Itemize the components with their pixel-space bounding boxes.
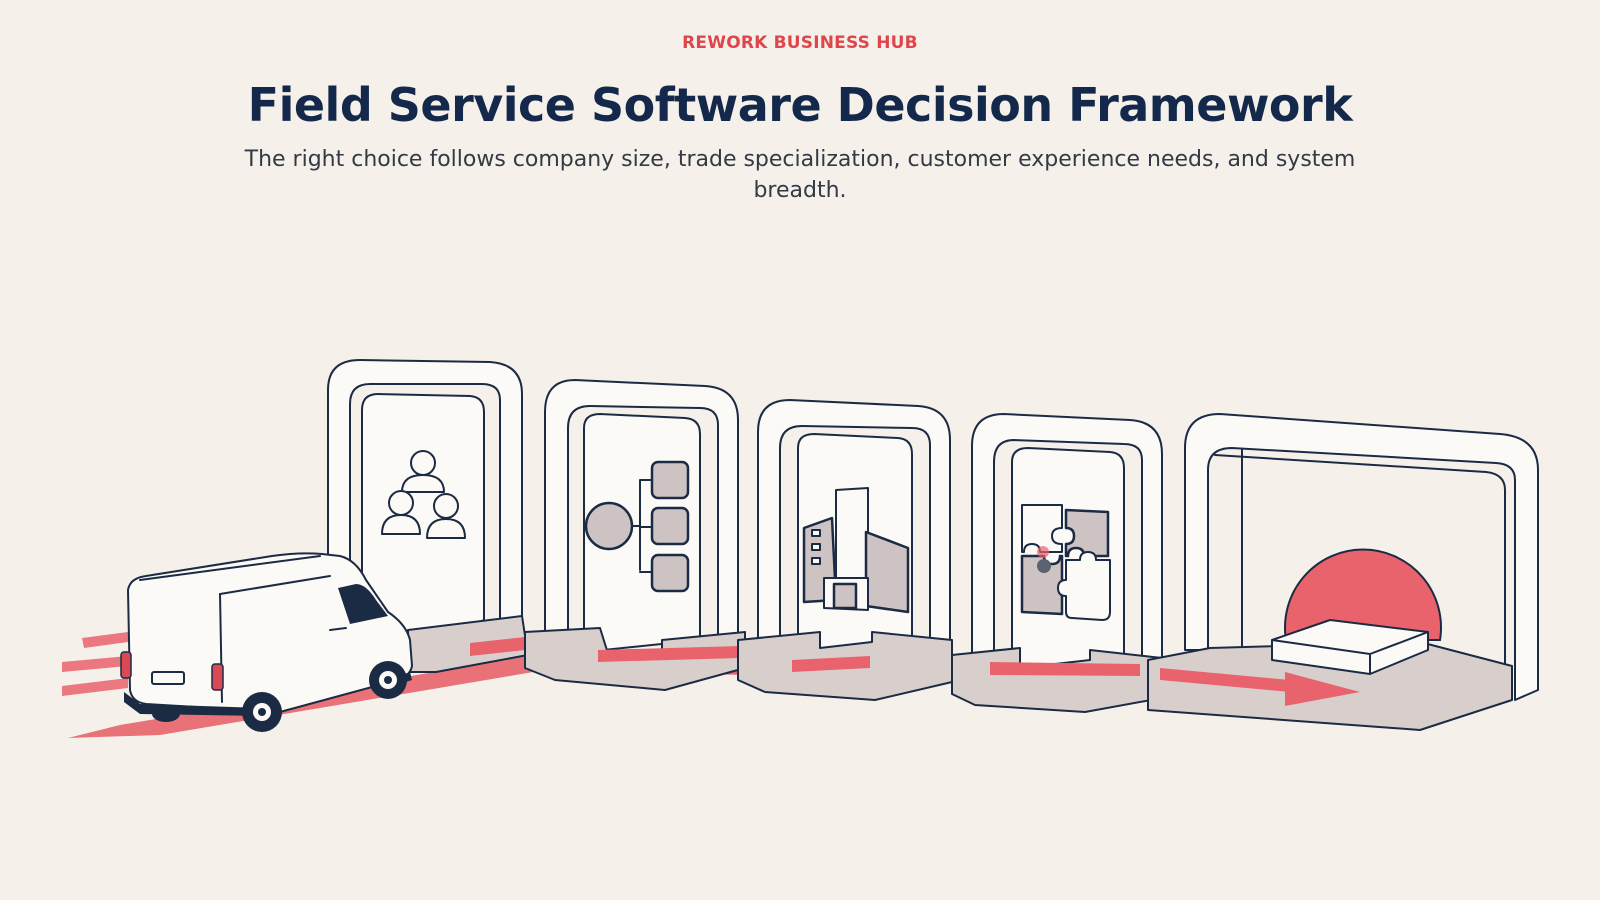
buildings-icon [802,487,910,614]
service-van-icon [120,552,413,732]
gate-5 [1147,413,1539,731]
team-people-icon [381,450,466,539]
gate-3 [737,399,953,701]
page-title: Field Service Software Decision Framewor… [247,78,1353,132]
brand-eyebrow: REWORK BUSINESS HUB [682,33,918,53]
puzzle-pieces-icon [1020,504,1111,621]
gate-2 [524,379,746,691]
page-subtitle: The right choice follows company size, t… [244,147,1356,203]
speed-lines [62,632,128,696]
final-arrow [1160,668,1360,706]
hierarchy-tree-icon [584,460,690,593]
gate-4 [951,413,1163,713]
